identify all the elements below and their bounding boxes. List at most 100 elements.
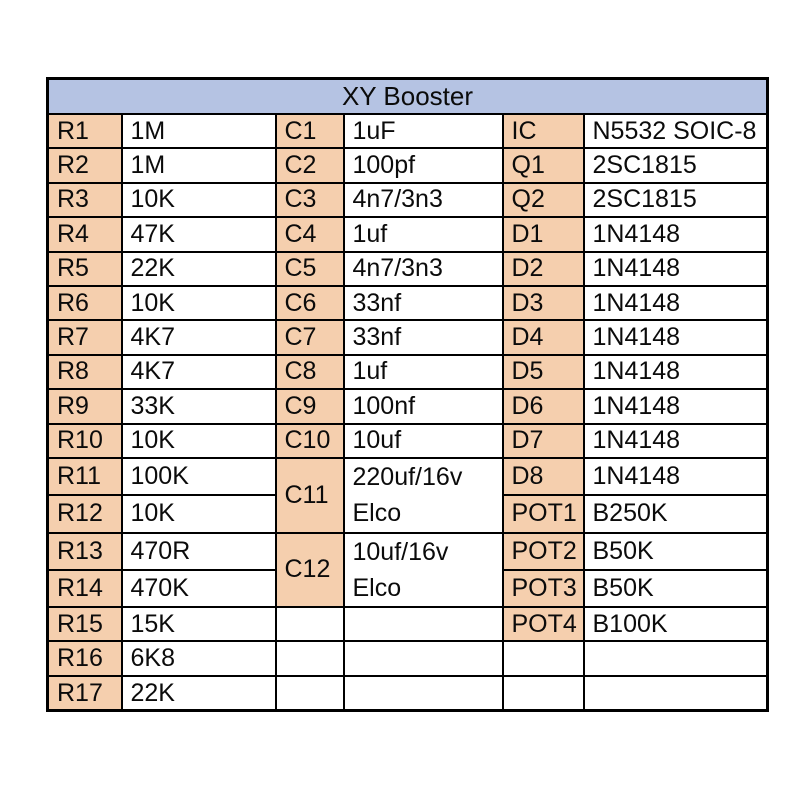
component-id-cell: R14 (46, 568, 123, 609)
table-title: XY Booster (46, 77, 769, 115)
component-value-cell: 100nf (342, 388, 504, 425)
component-id-cell: D1 (501, 216, 585, 253)
component-id-cell: R5 (46, 250, 123, 287)
component-value-cell: 470R (120, 531, 277, 571)
component-id-cell: C4 (274, 216, 345, 253)
component-id-cell: D8 (501, 456, 585, 497)
component-value-cell: 1N4148 (582, 456, 769, 497)
empty-cell (274, 674, 345, 712)
component-id-cell: R9 (46, 388, 123, 425)
component-value-cell: 4K7 (120, 353, 277, 391)
component-id-cell: R13 (46, 531, 123, 571)
component-id-cell: POT3 (501, 568, 585, 609)
empty-cell (274, 606, 345, 643)
empty-cell (342, 640, 504, 677)
component-id-cell: R12 (46, 494, 123, 534)
component-id-cell: D3 (501, 284, 585, 322)
empty-cell (342, 674, 504, 712)
component-value-cell: 15K (120, 606, 277, 643)
component-id-cell: R11 (46, 456, 123, 497)
component-id-cell: C2 (274, 147, 345, 184)
component-value-cell: 1N4148 (582, 319, 769, 356)
component-value-cell: 22K (120, 250, 277, 287)
value-line: Elco (352, 573, 402, 602)
empty-cell (501, 674, 585, 712)
component-id-cell: POT2 (501, 531, 585, 571)
component-value-cell: 1uf (342, 353, 504, 391)
component-value-cell: N5532 SOIC-8 (582, 112, 769, 150)
component-id-cell: R3 (46, 181, 123, 219)
component-id-cell: POT1 (501, 494, 585, 534)
component-value-cell: 4n7/3n3 (342, 181, 504, 219)
component-value-cell: 33K (120, 388, 277, 425)
component-value-cell: 6K8 (120, 640, 277, 677)
component-value-cell: 1M (120, 112, 277, 150)
component-value-cell: 100pf (342, 147, 504, 184)
component-id-cell: C1 (274, 112, 345, 150)
empty-cell (501, 640, 585, 677)
value-line: Elco (352, 499, 402, 528)
component-id-cell: R1 (46, 112, 123, 150)
component-value-cell: 4K7 (120, 319, 277, 356)
title-row: XY Booster (46, 77, 769, 115)
component-value-cell: 2SC1815 (582, 147, 769, 184)
component-id-cell: C9 (274, 388, 345, 425)
component-id-cell: Q1 (501, 147, 585, 184)
component-value-cell: 33nf (342, 284, 504, 322)
value-line: 220uf/16v (352, 462, 463, 491)
component-id-cell: D2 (501, 250, 585, 287)
component-value-cell: 1N4148 (582, 216, 769, 253)
component-id-cell: R7 (46, 319, 123, 356)
component-value-cell: B50K (582, 568, 769, 609)
component-id-cell: D5 (501, 353, 585, 391)
component-value-cell: B250K (582, 494, 769, 534)
component-value-cell: 10K (120, 284, 277, 322)
component-id-cell: C5 (274, 250, 345, 287)
component-value-cell: 1N4148 (582, 284, 769, 322)
component-value-cell: 33nf (342, 319, 504, 356)
empty-cell (342, 606, 504, 643)
component-id-cell: D7 (501, 422, 585, 459)
component-id-cell: D4 (501, 319, 585, 356)
component-value-cell: 470K (120, 568, 277, 609)
component-value-cell: B50K (582, 531, 769, 571)
component-value-cell: 10K (120, 181, 277, 219)
component-id-cell: IC (501, 112, 585, 150)
component-id-cell: R4 (46, 216, 123, 253)
component-id-cell: C7 (274, 319, 345, 356)
value-line: 10uf/16v (352, 537, 449, 566)
component-id-cell: POT4 (501, 606, 585, 643)
component-id-cell: R15 (46, 606, 123, 643)
component-value-cell: 1N4148 (582, 422, 769, 459)
component-id-cell: Q2 (501, 181, 585, 219)
component-id-cell: R8 (46, 353, 123, 391)
component-value-cell: 2SC1815 (582, 181, 769, 219)
component-value-cell: 1N4148 (582, 250, 769, 287)
empty-cell (274, 640, 345, 677)
component-id-cell: C3 (274, 181, 345, 219)
component-value-cell: 100K (120, 456, 277, 497)
component-value-cell: 10K (120, 422, 277, 459)
component-value-cell: 1N4148 (582, 388, 769, 425)
component-id-cell: D6 (501, 388, 585, 425)
component-value-cell: 1N4148 (582, 353, 769, 391)
component-value-cell: 1uf (342, 216, 504, 253)
component-value-cell: B100K (582, 606, 769, 643)
